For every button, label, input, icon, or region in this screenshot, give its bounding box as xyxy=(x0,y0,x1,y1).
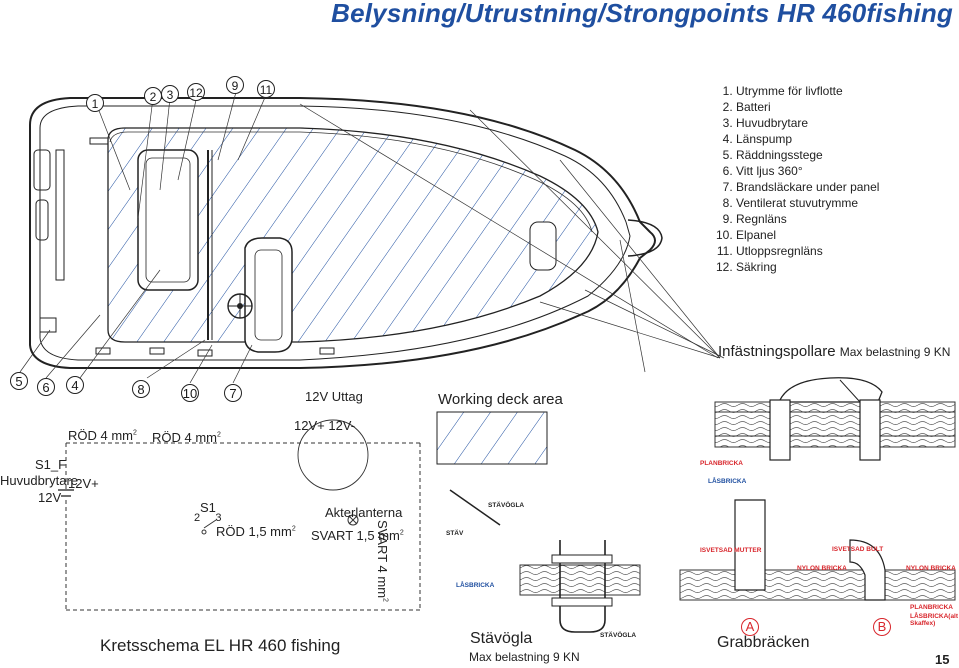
mooring-title: Infästningspollare Max belastning 9 KN xyxy=(718,343,951,360)
detail-a-marker: A xyxy=(741,618,759,636)
working-deck-label: Working deck area xyxy=(438,391,563,408)
callout-10: 10 xyxy=(181,384,199,402)
page-title: Belysning/Utrustning/Strongpoints HR 460… xyxy=(331,0,953,28)
legend-item: Räddningsstege xyxy=(736,147,879,163)
eyebolt-detail xyxy=(449,489,641,633)
callout-12: 12 xyxy=(187,83,205,101)
legend-item: Länspump xyxy=(736,131,879,147)
planbricka-label: PLANBRICKA xyxy=(700,460,743,467)
inner-deck xyxy=(107,127,599,343)
stavogla-label-2: STÄVÖGLA xyxy=(600,632,637,639)
nylon-bricka-1-label: NYLON BRICKA xyxy=(797,565,847,572)
hull-outline xyxy=(29,97,656,369)
top-callout-leaders xyxy=(95,91,267,219)
legend-item: Vitt ljus 360° xyxy=(736,163,879,179)
wire-black-4mm: SVART 4 mm2 xyxy=(375,520,390,602)
mooring-detail xyxy=(714,377,956,461)
eyebolt-lasbricka-label: LÅSBRICKA xyxy=(456,582,495,589)
legend-item: Batteri xyxy=(736,99,879,115)
switch-pins-label: 2 3 xyxy=(194,512,222,524)
circuit-title: Kretsschema EL HR 460 fishing xyxy=(100,636,341,655)
callout-2: 2 xyxy=(144,87,162,105)
legend-item: Regnläns xyxy=(736,211,879,227)
mooring-leaders xyxy=(299,103,725,373)
isvetsad-mutter-label: ISVETSAD MUTTER xyxy=(700,547,762,554)
planbricka-2-label: PLANBRICKA xyxy=(910,604,953,611)
wire-red-15mm: RÖD 1,5 mm2 xyxy=(216,524,296,539)
callout-8: 8 xyxy=(132,380,150,398)
legend-item: Utrymme för livflotte xyxy=(736,83,879,99)
grab-rail-detail xyxy=(679,499,956,601)
main-switch-label: Huvudbrytare xyxy=(0,473,79,488)
legend-item: Brandsläckare under panel xyxy=(736,179,879,195)
callout-11: 11 xyxy=(257,80,275,98)
page-number: 15 xyxy=(935,652,950,667)
switch-s1-label: S1 xyxy=(200,500,216,515)
callout-9: 9 xyxy=(226,76,244,94)
grab-rail-title: Grabbräcken xyxy=(717,634,810,651)
callout-1: 1 xyxy=(86,94,104,112)
wire-red-4mm-b: RÖD 4 mm2 xyxy=(152,430,221,445)
legend-item: Utloppsregnläns xyxy=(736,243,879,259)
socket-terminals: 12V+ 12V- xyxy=(294,418,356,433)
nylon-bricka-2-label: NYLON BRICKA xyxy=(906,565,956,572)
lamp-label: Akterlanterna xyxy=(325,505,403,520)
legend-item: Elpanel xyxy=(736,227,879,243)
legend-item: Ventilerat stuvutrymme xyxy=(736,195,879,211)
isvetsad-bult-label: ISVETSAD BULT xyxy=(832,546,884,553)
detail-b-marker: B xyxy=(873,618,891,636)
legend-list: Utrymme för livflotteBatteriHuvudbrytare… xyxy=(716,83,879,275)
legend-item: Säkring xyxy=(736,259,879,275)
equipment-legend: Utrymme för livflotteBatteriHuvudbrytare… xyxy=(716,83,879,275)
lasbricka-flex-label: LÅSBRICKA(alt Skaffex) xyxy=(910,613,959,627)
callout-5: 5 xyxy=(10,372,28,390)
lasbricka-label: LÅSBRICKA xyxy=(708,478,747,485)
working-deck-area xyxy=(436,411,548,465)
circuit-diagram xyxy=(58,419,421,611)
stav-label: STÄV xyxy=(446,530,464,537)
stavogla-label-1: STÄVÖGLA xyxy=(488,502,525,509)
callout-7: 7 xyxy=(224,384,242,402)
switch-s1f-label: S1_F xyxy=(35,457,67,472)
v12-plus-label: 12V+ xyxy=(68,476,99,491)
callout-3: 3 xyxy=(161,85,179,103)
boat-top-view xyxy=(29,97,663,369)
socket-title: 12V Uttag xyxy=(305,389,363,404)
callout-6: 6 xyxy=(37,378,55,396)
v12-label: 12V xyxy=(38,490,62,505)
wire-red-4mm-a: RÖD 4 mm2 xyxy=(68,428,137,443)
bottom-callout-leaders xyxy=(19,269,253,384)
callout-4: 4 xyxy=(66,376,84,394)
legend-item: Huvudbrytare xyxy=(736,115,879,131)
eyebolt-load: Max belastning 9 KN xyxy=(469,650,580,664)
eyebolt-title: Stävögla xyxy=(470,630,533,647)
wire-black-15mm: SVART 1,5 mm2 xyxy=(311,528,404,543)
